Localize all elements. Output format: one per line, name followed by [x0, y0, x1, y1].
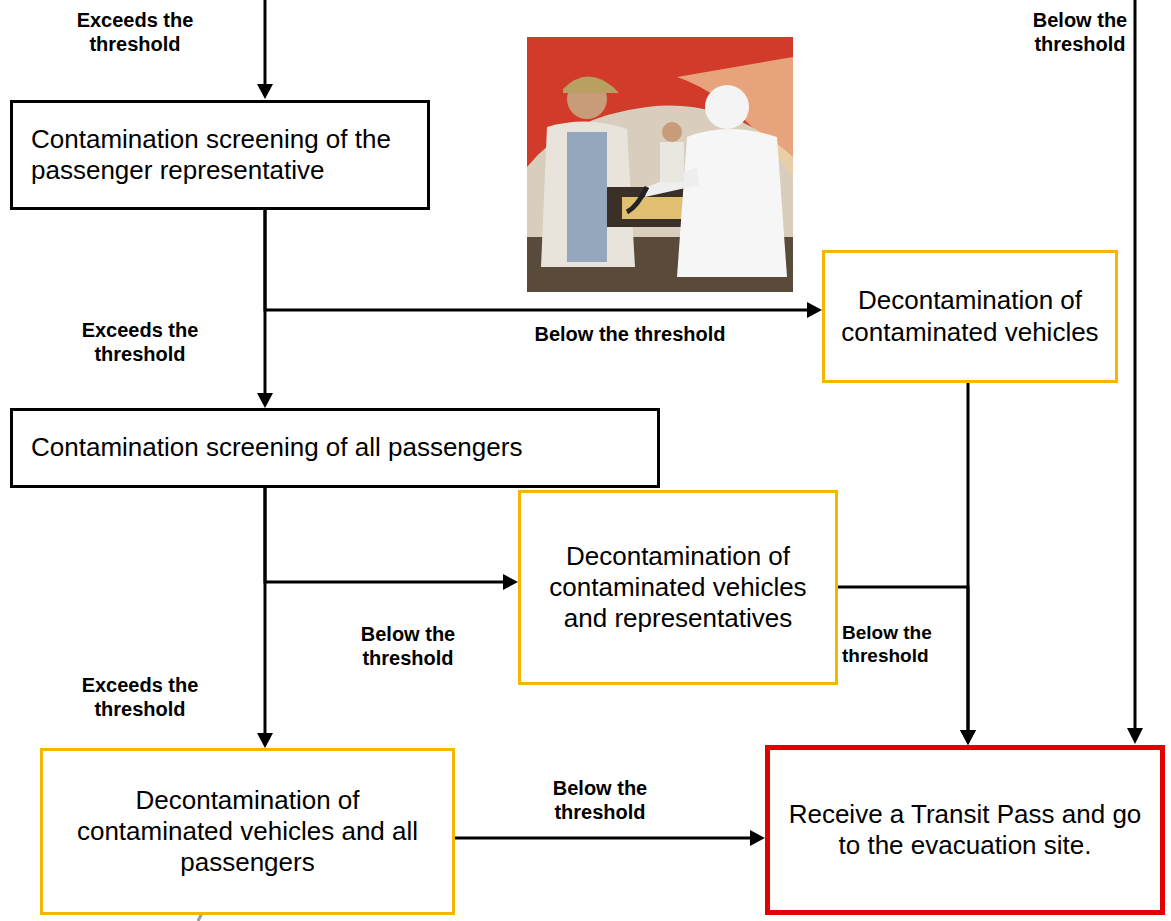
screening-box: Contamination screening of the passenger… — [10, 100, 430, 210]
threshold-label: Exceeds the threshold — [60, 8, 210, 56]
edge-label: Below the threshold — [520, 776, 680, 824]
screening-photo — [527, 37, 793, 292]
edge-label: Below the threshold — [842, 622, 960, 668]
decontamination-box: Decontamination of contaminated vehicles… — [518, 490, 838, 685]
screening-box: Contamination screening of all passenger… — [10, 408, 660, 488]
edge-label: Below the threshold — [333, 622, 483, 670]
flow-arrow — [455, 830, 765, 846]
flow-arrow — [257, 488, 273, 748]
threshold-label: Below the threshold — [1030, 8, 1130, 56]
box-text: Receive a Transit Pass and go to the eva… — [784, 799, 1146, 861]
box-text: Decontamination of contaminated vehicles… — [535, 541, 821, 635]
box-text: Contamination screening of the passenger… — [31, 124, 409, 186]
edge-label: Exceeds the threshold — [55, 318, 225, 366]
decontamination-box: Decontamination of contaminated vehicles — [822, 250, 1118, 383]
flow-arrow — [960, 383, 976, 745]
edge-label: Below the threshold — [490, 322, 770, 346]
box-text: Decontamination of contaminated vehicles — [839, 285, 1101, 347]
edge-label: Exceeds the threshold — [55, 673, 225, 721]
box-text: Decontamination of contaminated vehicles… — [57, 785, 438, 879]
result-box: Receive a Transit Pass and go to the eva… — [765, 745, 1165, 915]
box-text: Contamination screening of all passenger… — [31, 432, 522, 463]
decontamination-box: Decontamination of contaminated vehicles… — [40, 748, 455, 915]
flow-arrow — [838, 587, 976, 745]
flow-arrow — [265, 488, 518, 590]
flow-arrow — [257, 210, 273, 408]
